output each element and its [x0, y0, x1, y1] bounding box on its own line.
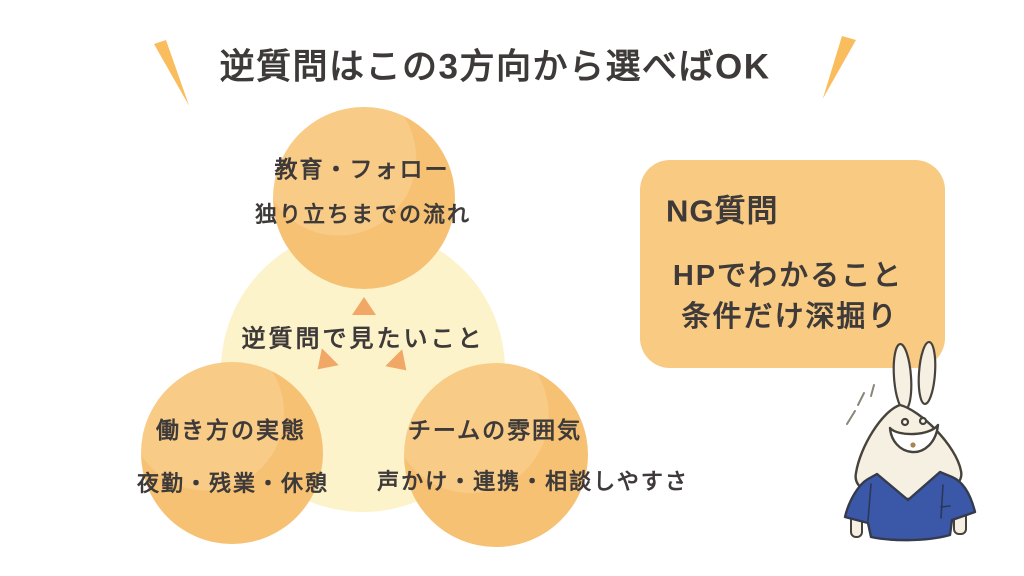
page-title: 逆質問はこの3方向から選べばOK: [219, 47, 771, 87]
node-circle-education: [273, 107, 455, 289]
node-title-education: 教育・フォロー: [274, 156, 450, 182]
node-detail-education: 独り立ちまでの流れ: [254, 202, 472, 227]
ng-panel-heading: NG質問: [666, 193, 779, 229]
sparkle-lines-icon: [846, 384, 875, 425]
ng-panel: [640, 160, 945, 368]
scrub-seam-lines: [867, 483, 951, 522]
node-detail-team: 声かけ・連携・相談しやすさ: [377, 469, 689, 494]
node-detail-workstyle: 夜勤・残業・休憩: [136, 471, 330, 496]
ng-panel-item: HPでわかること: [672, 260, 904, 292]
ng-panel-item: 条件だけ深掘り: [681, 301, 899, 333]
rabbit-tongue-dot: [910, 442, 916, 448]
center-label: 逆質問で見たいこと: [241, 325, 485, 353]
emphasis-slash-right-icon: [822, 36, 856, 99]
rabbit-mascot: [843, 340, 977, 542]
rabbit-mouth: [888, 423, 940, 454]
node-circle-team: [404, 363, 588, 547]
rabbit-ears: [892, 340, 937, 412]
node-circle-workstyle: [141, 362, 323, 544]
node-title-workstyle: 働き方の実態: [156, 417, 306, 443]
node-title-team: チームの雰囲気: [407, 417, 583, 443]
rabbit-eyes: [900, 416, 928, 427]
emphasis-slash-left-icon: [154, 40, 190, 106]
